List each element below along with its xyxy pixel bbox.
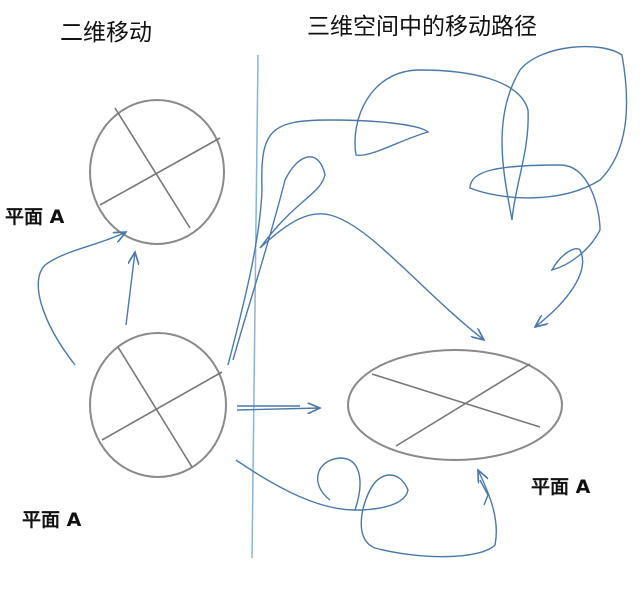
plane-label-3d: 平面 A (531, 476, 591, 498)
plane-circle-bottom (89, 332, 227, 478)
path-loop-bottom (235, 459, 497, 558)
plane-label-top: 平面 A (5, 206, 65, 228)
path-2d-curve (37, 232, 126, 366)
title-2d-movement: 二维移动 (60, 20, 152, 46)
path-loop-mid (232, 156, 484, 361)
path-loop-top (227, 45, 628, 366)
movement-paths (37, 45, 628, 558)
path-2d-straight (125, 252, 135, 326)
plane-label-bottom: 平面 A (22, 509, 82, 531)
plane-ellipse-3d (347, 349, 563, 461)
divider-line (251, 54, 259, 559)
plane-circle-top (89, 99, 225, 245)
title-3d-path: 三维空间中的移动路径 (307, 14, 537, 40)
path-straight-3d (236, 408, 320, 410)
